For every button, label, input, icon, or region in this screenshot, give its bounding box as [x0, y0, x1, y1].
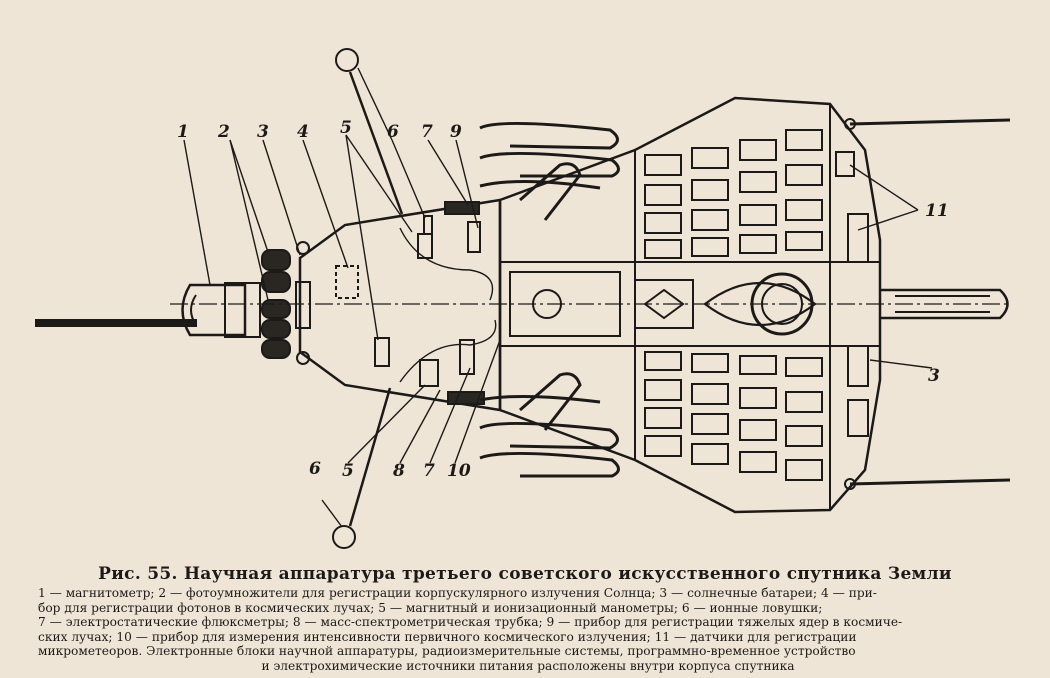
legend-line: бор для регистрации фотонов в космически…	[38, 600, 823, 615]
label-4: 4	[297, 122, 309, 142]
magnetometer-boom	[35, 282, 261, 338]
label-8: 8	[392, 461, 405, 481]
label-2: 2	[217, 122, 230, 142]
ion-trap-rods	[332, 48, 404, 549]
label-6-top: 6	[387, 122, 399, 142]
leader-lines	[183, 67, 933, 528]
callout-labels: 1 2 3 4 5 6 7 9 11 3 6 5 8 7 10	[177, 118, 949, 481]
satellite-diagram: 1 2 3 4 5 6 7 9 11 3 6 5 8 7 10	[35, 48, 1011, 549]
legend-line: 1 — магнитометр; 2 — фотоумножители для …	[38, 586, 877, 600]
cone-instruments	[374, 201, 485, 405]
label-5-top: 5	[340, 118, 352, 138]
front-cone	[295, 198, 502, 412]
legend-line: 7 — электростатические флюксметры; 8 — м…	[38, 615, 903, 630]
label-3-right: 3	[928, 366, 940, 386]
label-7-top: 7	[421, 122, 433, 142]
label-7-bottom: 7	[423, 461, 435, 481]
satellite-body	[498, 96, 882, 514]
rear-antennas	[835, 118, 1011, 490]
figure-caption: Рис. 55. Научная аппаратура третьего сов…	[98, 564, 952, 584]
photomultiplier-stack	[261, 241, 310, 365]
thermal-loops	[479, 121, 620, 478]
legend-line: ских лучах; 10 — прибор для измерения ин…	[38, 629, 857, 644]
label-1: 1	[177, 122, 189, 142]
figure-legend: 1 — магнитометр; 2 — фотоумножители для …	[38, 586, 1018, 674]
label-5-bottom: 5	[342, 461, 354, 481]
legend-line: микрометеоров. Электронные блоки научной…	[38, 644, 856, 659]
label-6-bottom: 6	[309, 459, 321, 479]
legend-line: и электрохимические источники питания ра…	[261, 658, 795, 673]
label-10: 10	[447, 461, 471, 481]
label-9: 9	[450, 122, 462, 142]
label-3: 3	[257, 122, 269, 142]
label-11: 11	[925, 201, 949, 221]
